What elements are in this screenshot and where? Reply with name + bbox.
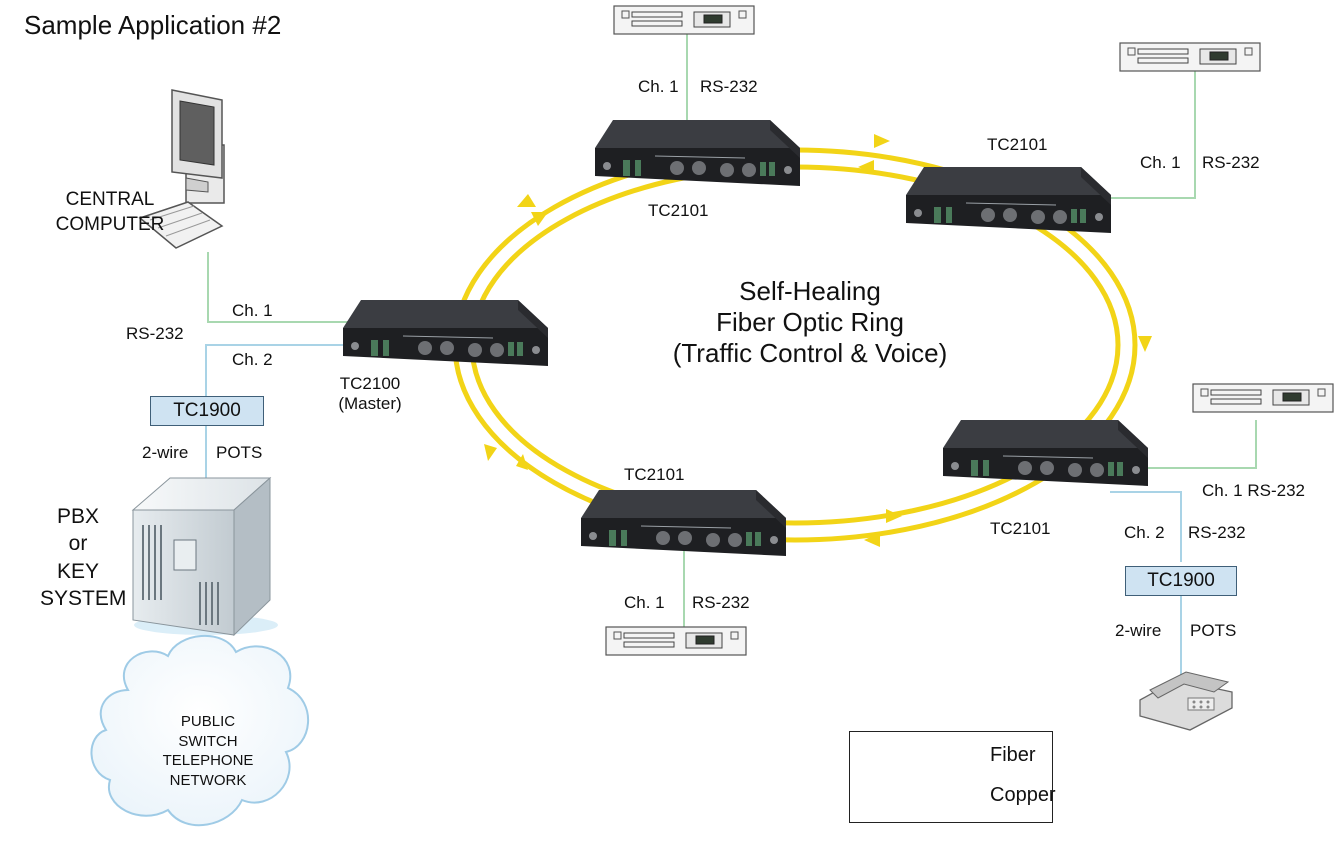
top-ch1-label: Ch. 1	[638, 77, 679, 96]
device-tc2100-master	[342, 299, 549, 367]
rack-unit-top	[613, 5, 755, 35]
bottom-right-model-label: TC2101	[990, 519, 1051, 538]
device-tc2101-top-right	[905, 166, 1112, 234]
device-tc2101-top	[594, 119, 801, 187]
top-right-ch1-label: Ch. 1	[1140, 153, 1181, 172]
tc1900-master-box: TC1900	[150, 396, 264, 426]
top-right-rs232-label: RS-232	[1202, 153, 1260, 172]
bottom-right-ch1-label: Ch. 1 RS-232	[1202, 481, 1305, 500]
pstn-line2: SWITCH	[178, 732, 238, 750]
device-tc2101-bottom-right	[942, 419, 1149, 487]
master-rs232-label: RS-232	[126, 324, 184, 343]
pbx-line3: KEY	[56, 559, 100, 583]
master-ch2-label: Ch. 2	[232, 350, 273, 369]
bottom-model-label: TC2101	[624, 465, 685, 484]
legend-fiber-label: Fiber	[990, 744, 1036, 766]
tc2100-model: TC2100	[339, 374, 401, 393]
top-model-label: TC2101	[648, 201, 709, 220]
bottom-rs232-label: RS-232	[692, 593, 750, 612]
bottom-right-pots-label: POTS	[1190, 621, 1237, 640]
pstn-cloud-icon	[90, 635, 310, 827]
telephone-icon	[1139, 671, 1233, 731]
top-rs232-label: RS-232	[700, 77, 758, 96]
legend-fiber-row: Fiber	[850, 740, 1052, 770]
pbx-label: PBX or KEY SYSTEM	[40, 503, 127, 612]
fiber-arrows	[484, 134, 1152, 547]
computer-icon	[138, 89, 225, 249]
legend: Fiber Copper	[849, 731, 1056, 823]
pbx-line2: or	[68, 532, 88, 556]
page-title: Sample Application #2	[24, 10, 282, 40]
ring-title-line3: (Traffic Control & Voice)	[672, 338, 948, 369]
bottom-right-rs232-label: RS-232	[1188, 523, 1246, 542]
central-computer-line2: COMPUTER	[55, 213, 165, 235]
bottom-ch1-label: Ch. 1	[624, 593, 665, 612]
rack-unit-bottom-right	[1192, 383, 1334, 413]
pbx-line4: SYSTEM	[40, 586, 127, 610]
bottom-right-2wire-label: 2-wire	[1115, 621, 1162, 640]
ring-title: Self-Healing Fiber Optic Ring (Traffic C…	[640, 276, 980, 370]
tc1900-remote-box: TC1900	[1125, 566, 1237, 596]
legend-copper-label: Copper	[990, 784, 1056, 806]
ring-title-line1: Self-Healing	[739, 276, 881, 306]
rack-unit-bottom	[605, 626, 747, 656]
pstn-line4: NETWORK	[169, 771, 247, 789]
rack-unit-top-right	[1119, 42, 1261, 72]
tc2100-role: (Master)	[338, 394, 402, 414]
master-2wire-label: 2-wire	[142, 443, 189, 462]
tc2100-label: TC2100 (Master)	[330, 374, 410, 415]
pstn-line3: TELEPHONE	[162, 752, 254, 769]
device-tc2101-bottom	[580, 489, 787, 557]
pbx-line1: PBX	[56, 505, 100, 528]
master-ch1-label: Ch. 1	[232, 301, 273, 320]
bottom-right-ch2-label: Ch. 2	[1124, 523, 1165, 542]
ring-title-line2: Fiber Optic Ring	[716, 307, 904, 338]
pstn-label: PUBLIC SWITCH TELEPHONE NETWORK	[150, 712, 266, 790]
legend-copper-row: Copper	[850, 780, 1056, 810]
copper-lines-green	[207, 33, 1257, 636]
central-computer-line1: CENTRAL	[65, 189, 155, 210]
pstn-line1: PUBLIC	[180, 713, 236, 730]
master-pots-label: POTS	[216, 443, 263, 462]
top-right-model-label: TC2101	[987, 135, 1048, 154]
central-computer-label: CENTRAL COMPUTER	[50, 188, 170, 237]
pbx-cabinet-icon	[131, 476, 278, 637]
